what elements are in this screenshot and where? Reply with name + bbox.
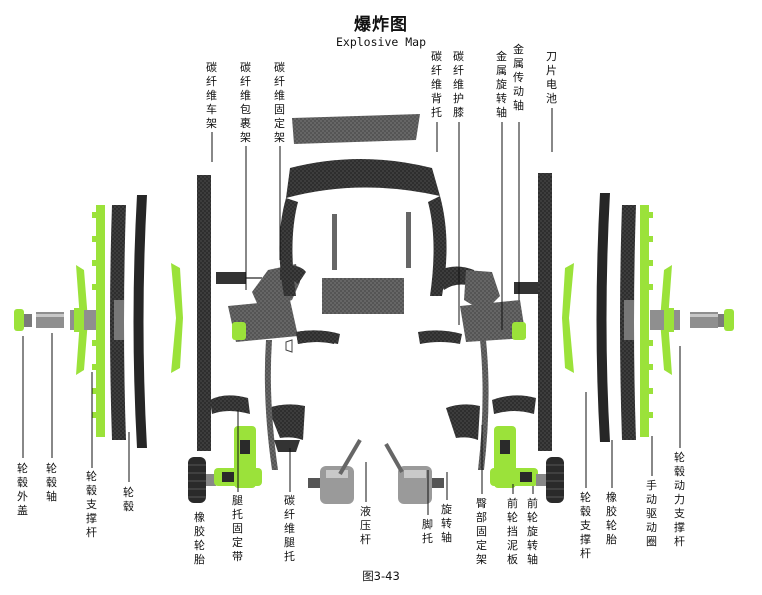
- right-frame-rail: [538, 173, 552, 451]
- label-rubber-tire-right: 橡胶轮胎: [606, 491, 617, 546]
- left-hub-gear: [92, 205, 105, 437]
- right-fixed-frame: [436, 266, 500, 312]
- label-carbon-frame: 碳纤维车架: [206, 61, 217, 130]
- label-footrest: 脚托: [422, 518, 433, 545]
- label-hip-bracket: 臀部固定架: [476, 497, 487, 566]
- leader-lines: [22, 108, 681, 515]
- left-hub: [110, 205, 126, 440]
- left-front-fork: [214, 426, 262, 488]
- right-hub-axle: [690, 312, 718, 328]
- left-seat-plate: [216, 272, 298, 342]
- left-leg-rod: [264, 340, 278, 470]
- title-chinese: 爆炸图: [354, 15, 408, 35]
- label-carbon-knee-guard: 碳纤维护膝: [453, 50, 464, 119]
- right-power-strut: [562, 263, 574, 373]
- label-manual-drive-ring: 手动驱动圈: [646, 479, 657, 548]
- label-rubber-tire-left: 橡胶轮胎: [194, 511, 205, 566]
- blade-battery-top: [292, 114, 420, 144]
- right-manual-ring: [596, 193, 610, 442]
- left-hub-cap: [14, 309, 32, 331]
- frame-bars-center: [332, 212, 411, 270]
- right-hub-strut: [650, 265, 680, 375]
- label-hydraulic-rod: 液压杆: [360, 505, 371, 546]
- label-leg-strap: 腿托固定带: [232, 494, 243, 563]
- hip-bracket-center: [296, 330, 462, 344]
- left-hub-axle: [36, 312, 64, 328]
- label-metal-rotating-shaft: 金属旋转轴: [496, 50, 507, 119]
- label-metal-drive-shaft: 金属传动轴: [513, 43, 524, 112]
- left-leg-rest: [268, 404, 305, 452]
- right-seat-plate: [460, 282, 540, 342]
- left-hub-strut: [70, 265, 100, 375]
- label-front-fender: 前轮挡泥板: [507, 497, 518, 566]
- footrest-right: [398, 466, 444, 504]
- title-english: Explosive Map: [335, 35, 426, 49]
- label-carbon-backrest: 碳纤维背托: [431, 50, 442, 119]
- label-hub-strut-right: 轮毂支撑杆: [580, 491, 591, 560]
- left-front-tire: [188, 457, 216, 503]
- right-hub: [620, 205, 636, 440]
- blade-battery: [322, 278, 404, 314]
- right-hub-gear: [640, 205, 653, 437]
- left-frame-rail: [197, 175, 211, 451]
- footrest-left: [308, 466, 354, 504]
- left-power-strut: [171, 263, 183, 373]
- right-leg-strap: [492, 395, 536, 414]
- label-blade-battery: 刀片电池: [546, 50, 557, 105]
- right-leg-rest: [446, 404, 480, 440]
- hydraulic-rods: [338, 438, 404, 476]
- figure-caption: 图3-43: [362, 569, 400, 583]
- label-carbon-leg-rest: 碳纤维腿托: [284, 494, 295, 563]
- label-carbon-wrap-frame: 碳纤维包裹架: [240, 61, 251, 144]
- label-hub-strut-left: 轮毂支撑杆: [86, 470, 97, 539]
- backrest-frame: [279, 159, 447, 296]
- label-hub: 轮毂: [123, 486, 134, 513]
- label-hub-cap: 轮毂外盖: [17, 462, 28, 517]
- label-hub-axle: 轮毂轴: [46, 462, 57, 503]
- right-front-tire: [536, 457, 564, 503]
- right-leg-rod: [478, 340, 489, 470]
- label-swivel-shaft: 旋转轴: [441, 503, 452, 544]
- right-hub-cap: [718, 309, 734, 331]
- right-front-fork: [490, 426, 538, 488]
- label-hub-power-strut: 轮毂动力支撑杆: [674, 451, 685, 548]
- label-carbon-fixed-frame: 碳纤维固定架: [274, 61, 285, 144]
- left-manual-ring: [133, 195, 147, 448]
- label-front-swivel-shaft: 前轮旋转轴: [527, 497, 538, 566]
- left-leg-strap: [210, 395, 250, 414]
